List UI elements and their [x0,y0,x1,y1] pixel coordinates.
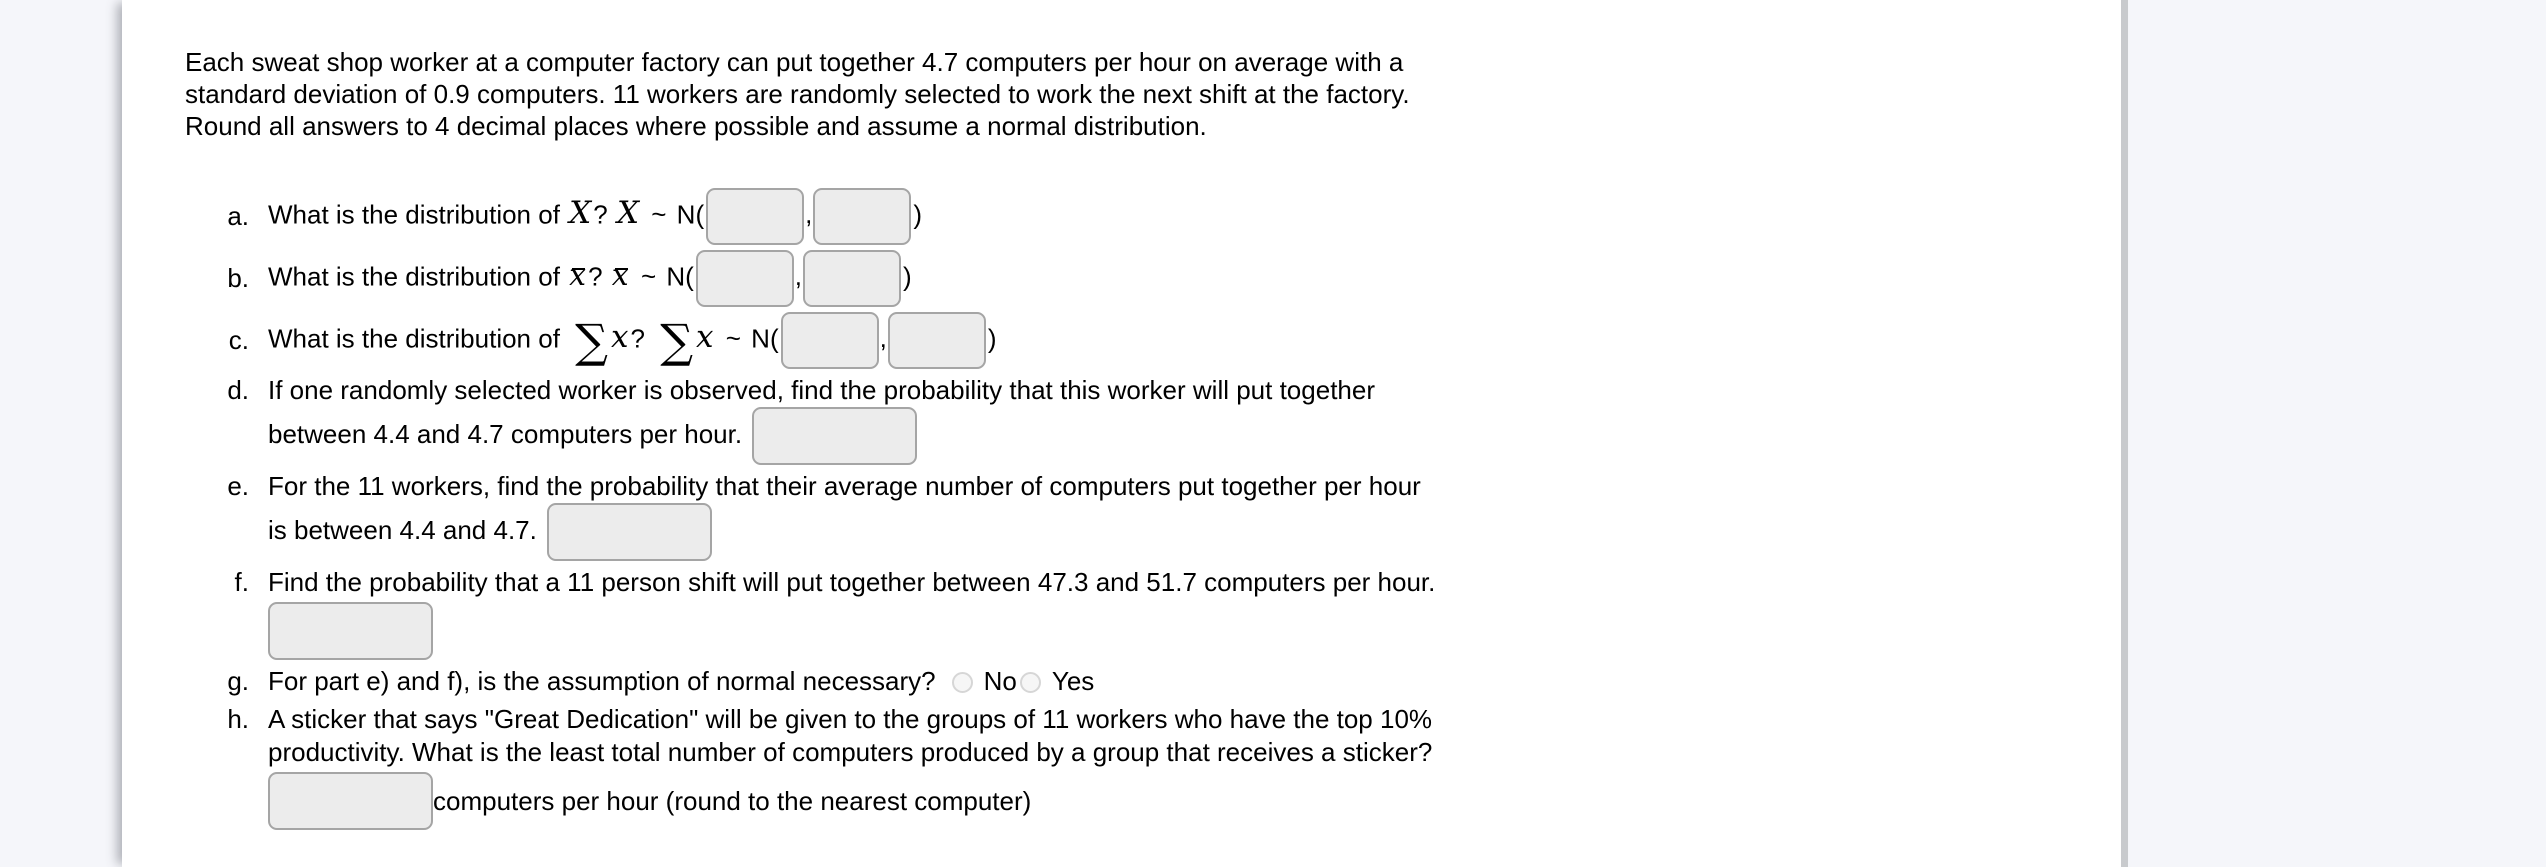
item-marker-h: h. [227,704,249,734]
item-content-a: What is the distribution of X? X ~ N(,) [268,188,922,245]
question-mark: ? [588,261,603,292]
comma: , [794,261,803,292]
tilde-symbol: ~ [725,323,741,354]
answer-h-least-total-input[interactable] [268,772,433,830]
question-item-e: e. For the 11 workers, find the probabil… [185,470,2091,561]
question-text-f: Find the probability that a 11 person sh… [268,567,1436,597]
item-marker-f: f. [234,567,249,597]
question-panel: Each sweat shop worker at a computer fac… [122,0,2128,867]
item-content-e: For the 11 workers, find the probability… [268,470,1421,561]
item-marker-g: g. [227,666,249,696]
question-text-h: A sticker that says "Great Dedication" w… [268,704,1433,767]
close-paren: ) [913,199,923,230]
question-text-g: For part e) and f), is the assumption of… [268,666,936,696]
normal-open: N( [676,199,705,230]
tilde-symbol: ~ [651,199,667,230]
question-item-c: c. What is the distribution of ∑x? ∑x ~ … [185,312,2091,369]
question-mark: ? [593,199,608,230]
item-marker-d: d. [227,375,249,405]
tilde-symbol: ~ [640,261,657,292]
var-x: x [611,319,629,356]
answer-row-f [268,602,1435,660]
answer-a-mean-input[interactable] [706,188,805,245]
question-content: Each sweat shop worker at a computer fac… [122,0,2121,830]
radio-yes-label[interactable]: Yes [1051,666,1095,696]
close-paren: ) [987,323,997,354]
question-text-e: For the 11 workers, find the probability… [268,471,1421,545]
radio-no[interactable] [951,672,973,693]
answer-b-mean-input[interactable] [695,250,794,307]
question-item-h: h. A sticker that says "Great Dedication… [185,703,2091,830]
answer-row-h: computers per hour (round to the nearest… [268,772,1432,830]
item-marker-c: c. [228,325,249,355]
question-item-b: b. What is the distribution of x? x ~ N(… [185,250,2091,307]
item-marker-b: b. [227,263,249,293]
item-content-h: A sticker that says "Great Dedication" w… [268,703,1432,830]
var-X: X [616,195,640,232]
comma: , [805,199,813,230]
item-content-g: For part e) and f), is the assumption of… [268,665,1094,698]
prompt-a: What is the distribution of [268,199,560,230]
answer-c-sd-input[interactable] [887,312,986,369]
item-marker-e: e. [227,471,249,501]
answer-h-suffix: computers per hour (round to the nearest… [433,785,1032,816]
problem-statement: Each sweat shop worker at a computer fac… [185,47,1410,141]
prompt-b: What is the distribution of [268,261,560,292]
item-content-b: What is the distribution of x? x ~ N(,) [268,250,912,307]
var-x-bar: x [569,258,587,294]
item-marker-a: a. [227,201,249,231]
prompt-c: What is the distribution of [268,323,560,354]
question-list: a. What is the distribution of X? X ~ N(… [185,188,2091,830]
close-paren: ) [903,261,912,292]
question-item-f: f. Find the probability that a 11 person… [185,566,2091,660]
radio-yes[interactable] [1019,672,1041,693]
item-content-c: What is the distribution of ∑x? ∑x ~ N(,… [268,312,997,369]
normal-open: N( [666,261,694,292]
comma: , [879,323,887,354]
question-item-d: d. If one randomly selected worker is ob… [185,374,2091,465]
item-content-d: If one randomly selected worker is obser… [268,374,1375,465]
item-content-f: Find the probability that a 11 person sh… [268,566,1435,660]
radio-no-label[interactable]: No [983,666,1017,696]
sum-symbol: ∑ [660,314,694,369]
normal-open: N( [751,323,779,354]
var-X: X [569,195,592,232]
sum-symbol: ∑ [575,314,608,369]
question-item-a: a. What is the distribution of X? X ~ N(… [185,188,2091,245]
answer-e-probability-input[interactable] [546,503,712,561]
var-x: x [696,319,714,356]
answer-c-mean-input[interactable] [780,312,879,369]
answer-b-sd-input[interactable] [803,250,902,307]
answer-d-probability-input[interactable] [752,407,918,465]
question-mark: ? [630,323,645,354]
answer-f-probability-input[interactable] [268,602,433,660]
var-x-bar: x [611,258,629,294]
question-text-d: If one randomly selected worker is obser… [268,375,1375,449]
question-item-g: g. For part e) and f), is the assumption… [185,665,2091,698]
answer-a-sd-input[interactable] [813,188,912,245]
